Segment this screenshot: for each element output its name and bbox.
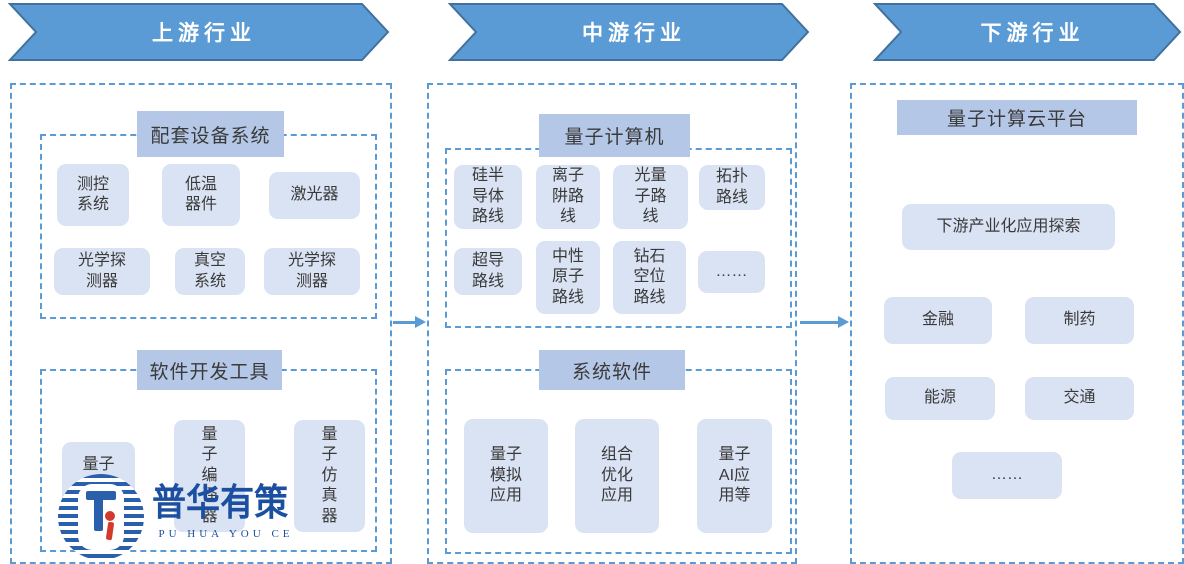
chevron-arrow-shape xyxy=(873,3,1182,61)
chevron-arrow-shape xyxy=(448,3,810,61)
group-title-software-tools: 软件开发工具 xyxy=(137,350,282,390)
item-combinatorial-optimization-app: 组合 优化 应用 xyxy=(575,419,659,533)
banner-upstream: 上游行业 xyxy=(8,3,390,61)
item-quantum-compiler: 量 子 编 译 器 xyxy=(174,420,245,532)
item-ion-trap-route: 离子 阱路 线 xyxy=(536,165,600,229)
item-downstream-industrial-application-exploration: 下游产业化应用探索 xyxy=(902,204,1115,250)
puhua-logo: 普华有策 PU HUA YOU CE xyxy=(58,474,300,560)
item-neutral-atom-route: 中性 原子 路线 xyxy=(536,241,600,314)
arrow-upstream-to-midstream xyxy=(393,316,426,328)
midstream-column: 量子计算机 硅半 导体 路线 离子 阱路 线 光量 子路 线 拓扑 路线 超导 … xyxy=(427,83,797,564)
banner-label: 上游行业 xyxy=(152,22,256,45)
item-quantum-ai-app: 量子 AI应 用等 xyxy=(697,419,772,533)
banner-downstream: 下游行业 xyxy=(873,3,1182,61)
group-title-equipment: 配套设备系统 xyxy=(137,111,284,157)
logo-subtitle: PU HUA YOU CE xyxy=(158,527,294,540)
item-superconducting-route: 超导 路线 xyxy=(454,248,522,295)
item-silicon-semiconductor-route: 硅半 导体 路线 xyxy=(454,165,522,229)
item-energy: 能源 xyxy=(885,377,995,420)
item-finance: 金融 xyxy=(884,297,992,344)
banner-midstream: 中游行业 xyxy=(448,3,810,61)
downstream-column: 量子计算云平台 下游产业化应用探索 金融 制药 能源 交通 …… xyxy=(850,83,1184,564)
group-title-system-software: 系统软件 xyxy=(539,350,685,390)
item-photonic-route: 光量 子路 线 xyxy=(613,165,688,229)
logo-name: 普华有策 xyxy=(152,482,289,523)
item-pharmaceuticals: 制药 xyxy=(1025,297,1134,344)
item-laser: 激光器 xyxy=(269,172,360,219)
item-ellipsis-routes: …… xyxy=(698,251,765,293)
item-ellipsis-downstream: …… xyxy=(952,452,1062,499)
arrow-midstream-to-downstream xyxy=(800,316,849,328)
item-diamond-vacancy-route: 钻石 空位 路线 xyxy=(613,241,686,314)
item-cryogenic-components: 低温 器件 xyxy=(162,164,240,226)
group-title-quantum-cloud-platform: 量子计算云平台 xyxy=(897,100,1137,135)
chevron-arrow-shape xyxy=(8,3,390,61)
banner-label: 下游行业 xyxy=(980,22,1085,45)
item-vacuum-system: 真空 系统 xyxy=(175,248,245,295)
item-topological-route: 拓扑 路线 xyxy=(699,165,765,210)
puhua-logo-icon xyxy=(58,474,144,560)
item-quantum-simulator: 量 子 仿 真 器 xyxy=(294,420,365,532)
item-optical-detector-1: 光学探 测器 xyxy=(54,248,150,295)
item-optical-detector-2: 光学探 测器 xyxy=(264,248,360,295)
item-transportation: 交通 xyxy=(1025,377,1134,420)
group-title-quantum-computer: 量子计算机 xyxy=(539,114,690,157)
item-quantum-simulation-app: 量子 模拟 应用 xyxy=(464,419,548,533)
item-control-system: 测控 系统 xyxy=(57,164,129,226)
banner-label: 中游行业 xyxy=(582,22,686,45)
